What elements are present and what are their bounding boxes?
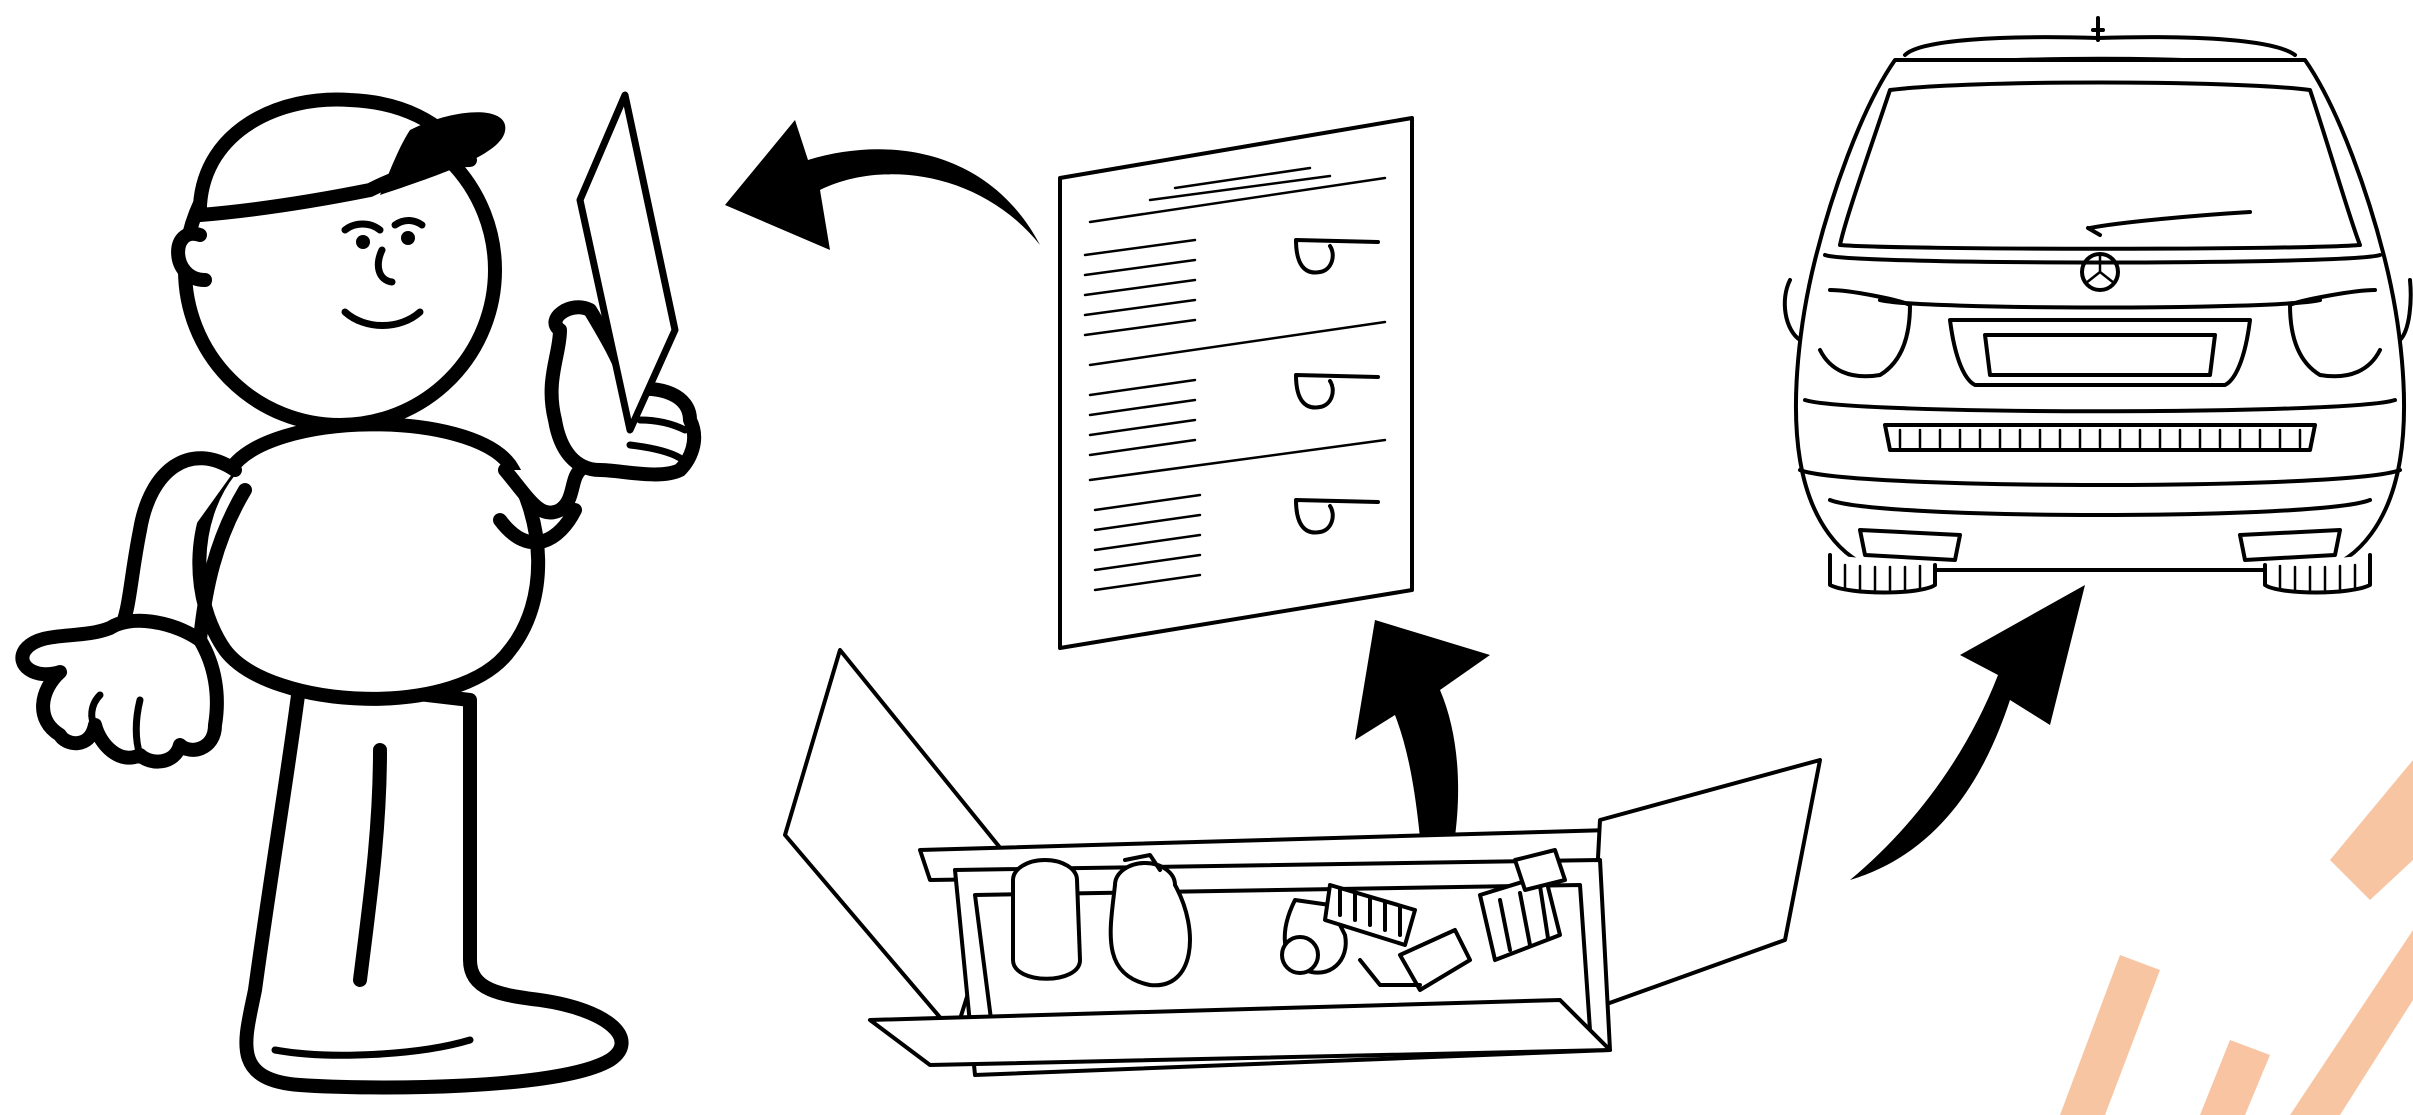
arrow-sheet-to-mechanic xyxy=(725,120,1040,250)
parts-box xyxy=(785,650,1820,1075)
arrow-box-to-vehicle xyxy=(1850,585,2085,880)
vehicle-rear xyxy=(1785,18,2411,593)
mechanic-figure xyxy=(22,95,694,1087)
watermark-logo xyxy=(2060,760,2413,1115)
instruction-sheet xyxy=(1060,118,1412,648)
